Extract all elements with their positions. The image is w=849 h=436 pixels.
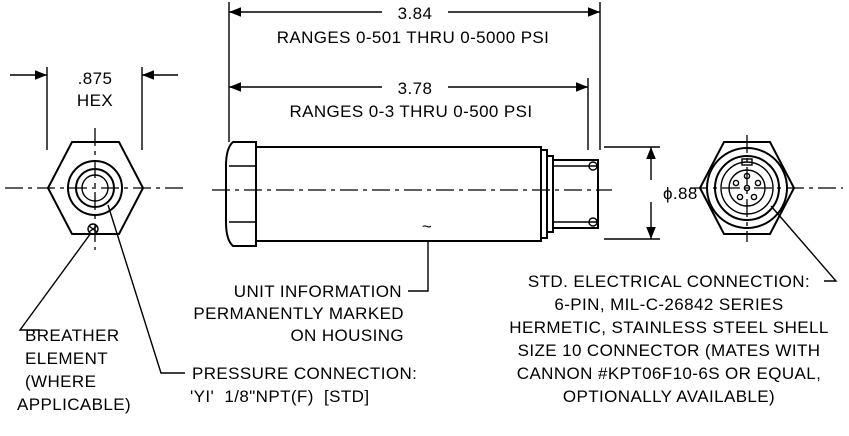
unit-info-line: UNIT INFORMATION xyxy=(234,282,402,301)
pressure-leader xyxy=(107,204,185,374)
electrical-connection-note: STD. ELECTRICAL CONNECTION: 6-PIN, MIL-C… xyxy=(509,272,828,406)
electrical-note-line: 6-PIN, MIL-C-26842 SERIES xyxy=(554,295,783,314)
hex-width-value: .875 xyxy=(78,69,113,88)
connector-pin xyxy=(732,179,740,187)
unit-info-leader xyxy=(408,240,429,292)
connector-pin xyxy=(750,193,758,201)
connector-end-view xyxy=(690,135,843,282)
electrical-note-line: HERMETIC, STAINLESS STEEL SHELL xyxy=(509,318,828,337)
breather-leader xyxy=(18,232,92,331)
diameter-value: ϕ.88 xyxy=(663,184,698,203)
electrical-leader xyxy=(770,205,838,282)
side-view: 3.84 RANGES 0-501 THRU 0-5000 PSI 3.78 R… xyxy=(212,2,698,292)
electrical-note-line: OPTIONALLY AVAILABLE) xyxy=(563,387,775,406)
range-low-label: RANGES 0-3 THRU 0-500 PSI xyxy=(289,102,532,121)
breather-note-line: BREATHER xyxy=(25,326,120,345)
breather-note-line: (WHERE xyxy=(25,372,96,391)
connector-side xyxy=(552,159,599,229)
housing-tube xyxy=(255,146,542,242)
unit-information-note: UNIT INFORMATION PERMANENTLY MARKED ON H… xyxy=(193,282,404,345)
pressure-note-line: 'YI' 1/8"NPT(F) [STD] xyxy=(190,387,369,406)
range-high-label: RANGES 0-501 THRU 0-5000 PSI xyxy=(277,28,550,47)
connector-bayonet-pin-bottom xyxy=(588,217,598,227)
port-end-view: .875 HEX xyxy=(5,67,188,374)
breather-note: BREATHER ELEMENT (WHERE APPLICABLE) xyxy=(17,326,131,414)
marking-location-tilde: ~ xyxy=(422,217,432,236)
length-low-value: 3.78 xyxy=(398,79,433,98)
electrical-note-line: SIZE 10 CONNECTOR (MATES WITH xyxy=(518,341,821,360)
hex-nut-side xyxy=(225,141,257,247)
length-high-value: 3.84 xyxy=(398,4,433,23)
connector-pin xyxy=(736,193,744,201)
breather-note-line: APPLICABLE) xyxy=(17,395,131,414)
pressure-connection-note: PRESSURE CONNECTION: 'YI' 1/8"NPT(F) [ST… xyxy=(190,364,417,406)
connector-pin xyxy=(754,179,762,187)
pressure-note-line: PRESSURE CONNECTION: xyxy=(192,364,417,383)
breather-note-line: ELEMENT xyxy=(25,349,108,368)
unit-info-line: ON HOUSING xyxy=(290,326,404,345)
connector-bayonet-pin-top xyxy=(588,161,598,171)
electrical-note-line: STD. ELECTRICAL CONNECTION: xyxy=(528,272,810,291)
electrical-note-line: CANNON #KPT06F10-6S OR EQUAL, xyxy=(517,364,821,383)
breather-element-icon xyxy=(87,223,99,235)
hex-label: HEX xyxy=(77,91,113,110)
unit-info-line: PERMANENTLY MARKED xyxy=(193,304,404,323)
